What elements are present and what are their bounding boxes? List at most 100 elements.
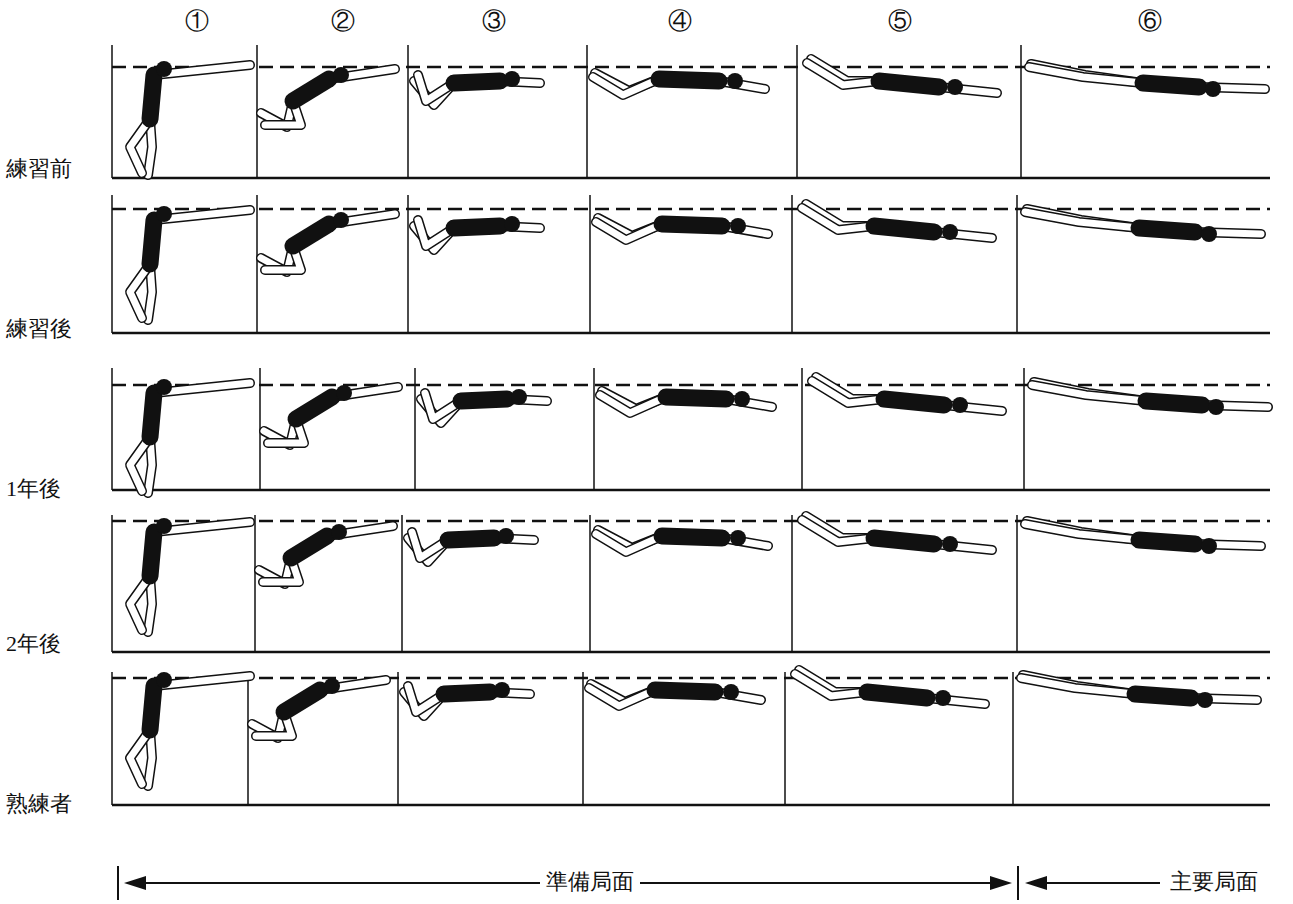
limb-fill <box>795 674 867 696</box>
limb-outline <box>1025 524 1139 540</box>
swimsuit-torso <box>150 75 154 119</box>
limb-outline <box>130 119 150 173</box>
swimmer-figure <box>414 71 540 105</box>
swim-cap <box>952 397 968 413</box>
frame-divider <box>1020 45 1022 178</box>
frame-grid <box>112 45 1270 805</box>
limb-fill <box>1032 385 1146 401</box>
callout-number: ⑤ <box>888 8 912 34</box>
limb-fill <box>130 119 150 173</box>
phase-arrows <box>118 866 1160 900</box>
swimmer-figure <box>130 379 250 493</box>
water-line <box>112 520 1270 523</box>
swim-cap <box>336 385 352 401</box>
frame-divider <box>247 672 249 805</box>
limb-fill <box>596 222 662 240</box>
swim-cap <box>942 224 958 240</box>
limb-outline <box>596 222 662 240</box>
swim-cap <box>504 216 520 232</box>
swim-cap <box>156 379 172 395</box>
limb-fill <box>596 534 662 552</box>
swim-cap <box>511 389 527 405</box>
frame-divider <box>1016 515 1018 652</box>
limb-outline <box>593 77 659 95</box>
swimmer-figure <box>414 216 540 250</box>
swimsuit-torso <box>461 399 507 401</box>
swimmer-figure <box>600 391 772 413</box>
swim-cap <box>156 672 172 688</box>
limb-outline <box>130 437 150 491</box>
water-line <box>112 677 1270 680</box>
swim-cap <box>734 391 750 407</box>
swimsuit-torso <box>662 536 722 538</box>
limb-outline <box>1025 212 1139 228</box>
frame-divider <box>111 368 113 490</box>
swimmer-figure <box>421 389 547 423</box>
swimsuit-torso <box>291 536 327 558</box>
swim-cap <box>935 690 951 706</box>
water-line <box>112 208 1270 211</box>
limb-fill <box>130 437 150 491</box>
swim-cap <box>730 218 746 234</box>
swim-cap <box>730 530 746 546</box>
swimsuit-torso <box>884 399 944 405</box>
swimsuit-torso <box>293 224 329 246</box>
callout-number: ① <box>185 8 209 34</box>
row-base-line <box>112 489 1270 492</box>
frame-divider <box>256 195 258 333</box>
swim-cap <box>942 536 958 552</box>
phase-arrow-line <box>1040 882 1160 884</box>
swim-cap <box>947 79 963 95</box>
swimsuit-torso <box>150 532 154 576</box>
phase-label: 主要局面 <box>1164 870 1264 894</box>
callout-number: ④ <box>668 8 692 34</box>
frame-divider <box>254 515 256 652</box>
water-line <box>112 66 1270 69</box>
frame-divider <box>593 368 595 490</box>
row-label: 熟練者 <box>6 792 72 816</box>
frame-divider <box>1016 195 1018 333</box>
swim-cap <box>498 528 514 544</box>
frame-divider <box>796 45 798 178</box>
limb-fill <box>589 688 655 706</box>
swimsuit-torso <box>1135 694 1191 698</box>
swimsuit-torso <box>666 397 726 399</box>
swimsuit-torso <box>867 692 927 698</box>
limb-outline <box>802 520 874 542</box>
swim-cap <box>504 71 520 87</box>
limb-fill <box>600 395 666 413</box>
swim-cap <box>333 212 349 228</box>
swim-cap <box>156 206 172 222</box>
swimsuit-torso <box>150 393 154 437</box>
frame-divider <box>111 672 113 805</box>
frame-divider <box>1012 672 1014 805</box>
limb-fill <box>1025 524 1139 540</box>
limb-outline <box>130 576 150 630</box>
arrow-head <box>1025 876 1047 890</box>
swim-cap <box>1205 81 1221 97</box>
limb-outline <box>1029 67 1143 83</box>
frame-divider <box>414 368 416 490</box>
limb-fill <box>802 208 874 230</box>
limb-outline <box>802 208 874 230</box>
row-base-line <box>112 804 1270 807</box>
swimsuit-torso <box>1139 540 1195 544</box>
frame-divider <box>784 672 786 805</box>
swim-cap <box>1208 399 1224 415</box>
swimmer-figure <box>589 684 761 706</box>
swimsuit-torso <box>1146 401 1202 405</box>
swimmer-figure <box>802 516 992 552</box>
swimmer-figure <box>252 678 386 738</box>
swim-cap <box>156 61 172 77</box>
swim-cap <box>333 67 349 83</box>
swimmer-figure <box>408 528 534 562</box>
frame-divider <box>1023 368 1025 490</box>
limb-outline <box>600 395 666 413</box>
swim-cap <box>156 518 172 534</box>
swimmer-figure <box>802 204 992 240</box>
swimmer-figure <box>1025 521 1261 554</box>
swim-cap <box>1197 692 1213 708</box>
phase-label: 準備局面 <box>540 870 640 894</box>
swimsuit-torso <box>448 538 494 540</box>
frame-divider <box>111 45 113 178</box>
